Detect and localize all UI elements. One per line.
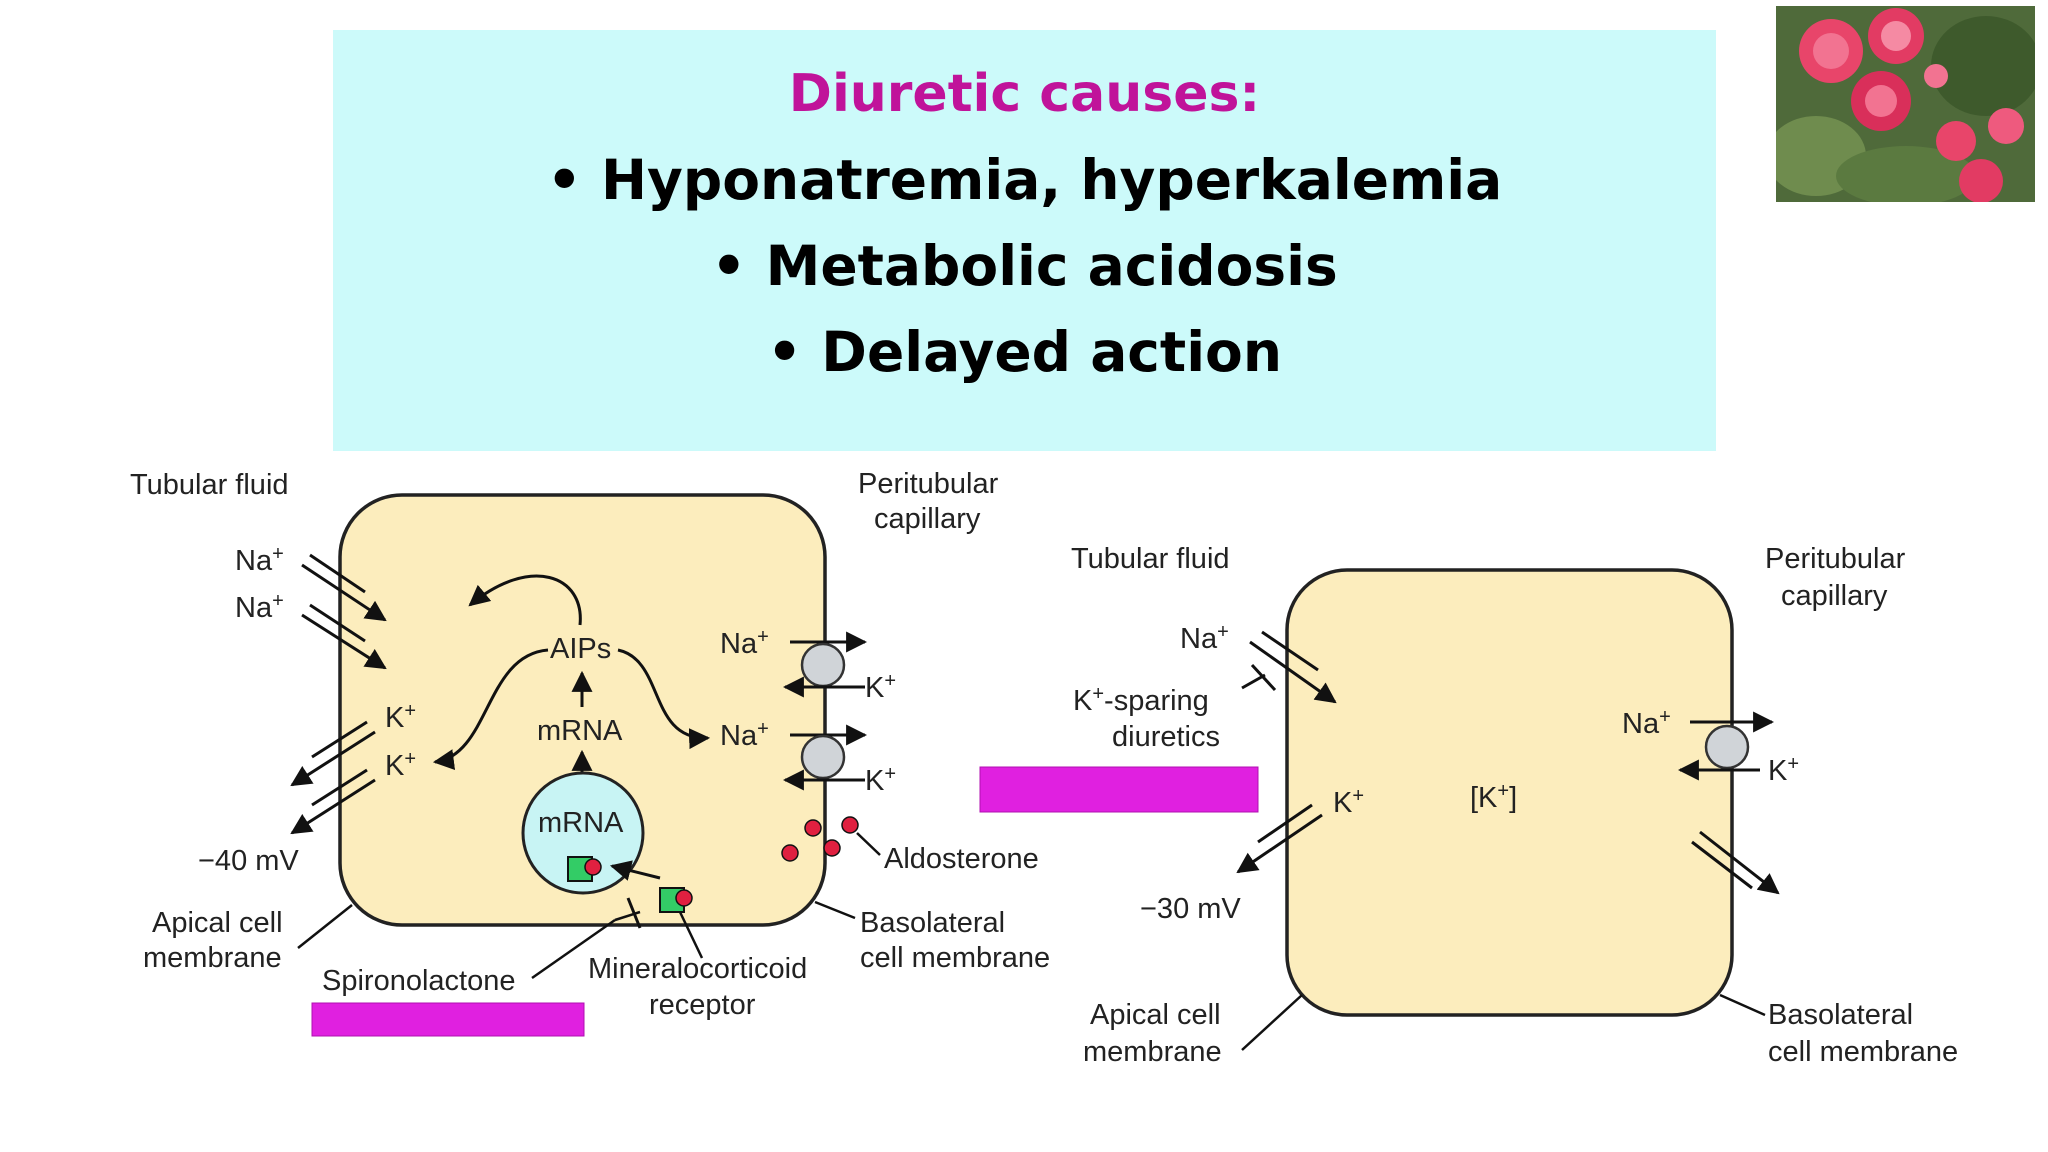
right-basolateral-label-2: cell membrane	[1768, 1036, 1958, 1068]
aips-to-k-arrow	[432, 648, 549, 770]
mineralo-label-1: Mineralocorticoid	[588, 953, 807, 985]
right-k-exit-arrow	[1236, 813, 1323, 874]
spironolactone-inhibition-line	[531, 918, 616, 980]
left-voltage-label: −40 mV	[198, 845, 299, 877]
aips-effect-arrow	[468, 574, 582, 626]
right-basolateral-leader	[1719, 993, 1766, 1017]
na-channel-line-1	[309, 553, 366, 594]
left-apical-label-2: membrane	[143, 942, 282, 974]
left-na-label-1: Na+	[235, 543, 284, 577]
receptor-bound-aldosterone	[675, 889, 693, 907]
right-baso-k-label: K+	[1768, 753, 1799, 787]
baso-k-label-1: K+	[865, 670, 896, 704]
sparing-label-2: diuretics	[1112, 721, 1220, 753]
bullet-metabolic-acidosis: • Metabolic acidosis	[711, 234, 1338, 298]
aips-to-na-pump-arrow	[617, 648, 711, 750]
aldosterone-molecule-3	[781, 844, 799, 862]
left-highlight-bar	[311, 1002, 585, 1037]
aldosterone-molecule-2	[841, 816, 859, 834]
spironolactone-label: Spironolactone	[322, 965, 515, 997]
title-panel: Diuretic causes: • Hyponatremia, hyperka…	[333, 30, 1716, 451]
spironolactone-inhibition-line-2	[614, 910, 641, 922]
aldosterone-label: Aldosterone	[884, 843, 1039, 875]
right-na-k-atpase-pump	[1704, 724, 1750, 770]
k-exit-arrow-1	[290, 730, 376, 787]
baso-na-label-2: Na+	[720, 718, 769, 752]
right-voltage-label: −30 mV	[1140, 893, 1241, 925]
rose-flowers-photo	[1776, 6, 2035, 202]
right-na-channel-line	[1261, 630, 1319, 672]
baso-k-label-2: K+	[865, 763, 896, 797]
right-apical-label-1: Apical cell	[1090, 999, 1221, 1031]
right-apical-leader	[1241, 994, 1303, 1051]
right-highlight-bar	[979, 766, 1259, 813]
left-peritubular-label-2: capillary	[874, 503, 981, 535]
na-entry-arrow-2	[301, 613, 387, 670]
right-peritubular-label-2: capillary	[1781, 580, 1888, 612]
right-cell-body	[1285, 568, 1734, 1017]
bullet-delayed-action: • Delayed action	[766, 320, 1282, 384]
cytoplasm-mrna-label: mRNA	[537, 715, 623, 747]
na-channel-line-2	[309, 603, 366, 643]
receptor-to-nucleus-arrow	[609, 860, 661, 881]
right-baso-na-label: Na+	[1622, 706, 1671, 740]
right-basolateral-label-1: Basolateral	[1768, 999, 1913, 1031]
left-peritubular-label-1: Peritubular	[858, 468, 999, 500]
left-apical-leader	[297, 904, 353, 949]
bullet-hyponatremia: • Hyponatremia, hyperkalemia	[546, 148, 1503, 212]
left-basolateral-label-2: cell membrane	[860, 942, 1050, 974]
right-k-label: K+	[1333, 785, 1364, 819]
right-k-channel-line	[1257, 803, 1313, 844]
left-apical-label-1: Apical cell	[152, 907, 283, 939]
slide-heading: Diuretic causes:	[788, 64, 1261, 124]
left-basolateral-label-1: Basolateral	[860, 907, 1005, 939]
k-channel-line-1	[311, 720, 368, 759]
left-cell-body	[338, 493, 827, 927]
right-apical-label-2: membrane	[1083, 1036, 1222, 1068]
k-exit-arrow-2	[290, 778, 376, 835]
right-k-basolateral-arrow	[1699, 830, 1780, 895]
na-k-atpase-pump-2	[800, 734, 846, 780]
left-k-label-2: K+	[385, 748, 416, 782]
right-peritubular-label-1: Peritubular	[1765, 543, 1906, 575]
left-cell-diagram: Tubular fluid Peritubular capillary Na+ …	[130, 468, 1050, 1037]
left-tubular-fluid-label: Tubular fluid	[130, 469, 289, 501]
na-entry-arrow-1	[301, 563, 387, 622]
right-na-label: Na+	[1180, 621, 1229, 655]
na-k-atpase-pump-1	[800, 642, 846, 688]
k-channel-line-2	[311, 768, 368, 807]
aldosterone-molecule-4	[823, 839, 841, 857]
left-basolateral-leader	[814, 900, 856, 920]
right-k-basolateral-channel	[1691, 840, 1753, 890]
intracellular-k-label: [K+]	[1470, 780, 1517, 814]
baso-na-label-1: Na+	[720, 626, 769, 660]
mineralo-label-2: receptor	[649, 989, 756, 1021]
right-na-entry-arrow	[1249, 640, 1337, 704]
aldosterone-molecule-1	[804, 819, 822, 837]
mineralo-leader	[678, 911, 704, 959]
nucleus-mrna-label: mRNA	[538, 807, 624, 839]
left-na-label-2: Na+	[235, 590, 284, 624]
nuclear-aldosterone	[584, 858, 602, 876]
spironolactone-block-bar	[626, 897, 642, 929]
right-cell-diagram: Tubular fluid Peritubular capillary Na+ …	[979, 543, 1958, 1068]
aldosterone-leader	[856, 832, 881, 856]
right-tubular-fluid-label: Tubular fluid	[1071, 543, 1230, 575]
left-k-label-1: K+	[385, 700, 416, 734]
sparing-label-1: K+-sparing	[1073, 683, 1209, 717]
sparing-block-bar	[1250, 663, 1277, 692]
aips-label: AIPs	[550, 633, 611, 665]
